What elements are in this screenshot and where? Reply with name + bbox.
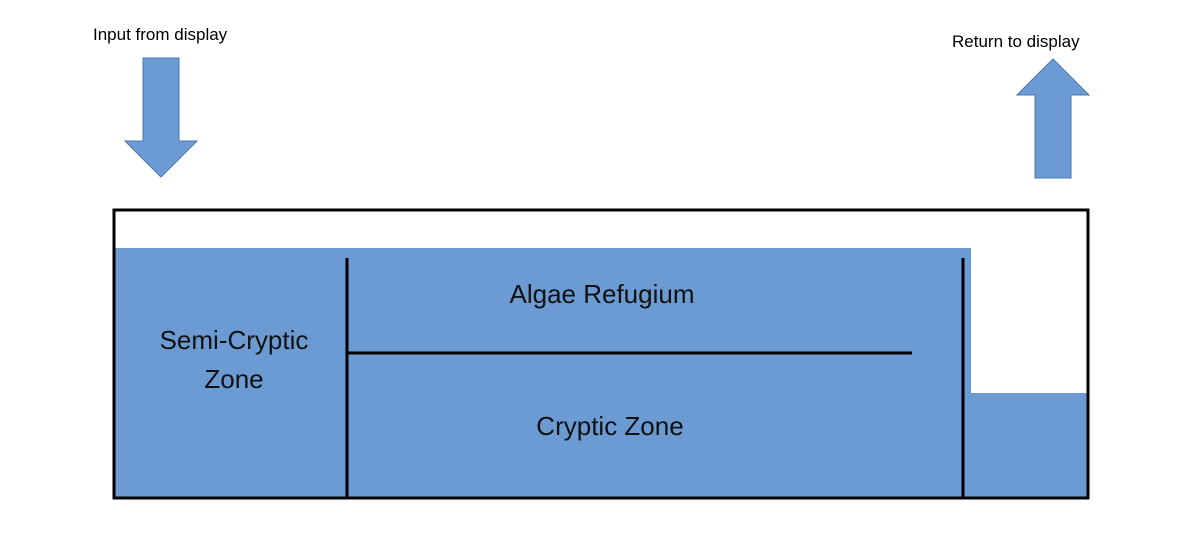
sump-outline [112,208,1090,500]
algae-refugium-label: Algae Refugium [510,279,695,309]
arrow-down-icon [123,57,199,178]
cryptic-zone-label: Cryptic Zone [536,411,683,441]
arrow-up-icon [1015,58,1091,179]
semi-cryptic-label-line1: Semi-Cryptic [160,325,309,355]
water-return-chamber [964,393,1088,498]
return-label: Return to display [952,32,1080,51]
semi-cryptic-label-line2: Zone [204,364,263,394]
input-label: Input from display [93,25,228,44]
water-main [114,248,971,498]
